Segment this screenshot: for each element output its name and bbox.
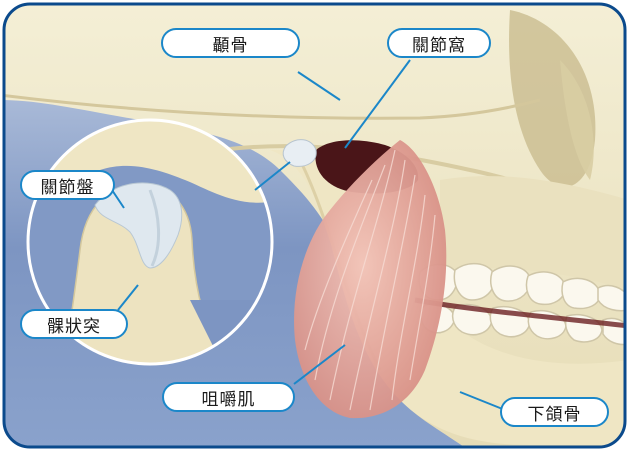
articular-fossa-label: 關節窩 [387, 28, 491, 58]
masseter-label: 咀嚼肌 [162, 382, 295, 412]
articular-disc-label: 關節盤 [20, 170, 115, 200]
temporal-bone-label: 顳骨 [161, 28, 300, 58]
condyle-label: 髁狀突 [20, 309, 128, 339]
mandible-label: 下頜骨 [500, 397, 609, 427]
